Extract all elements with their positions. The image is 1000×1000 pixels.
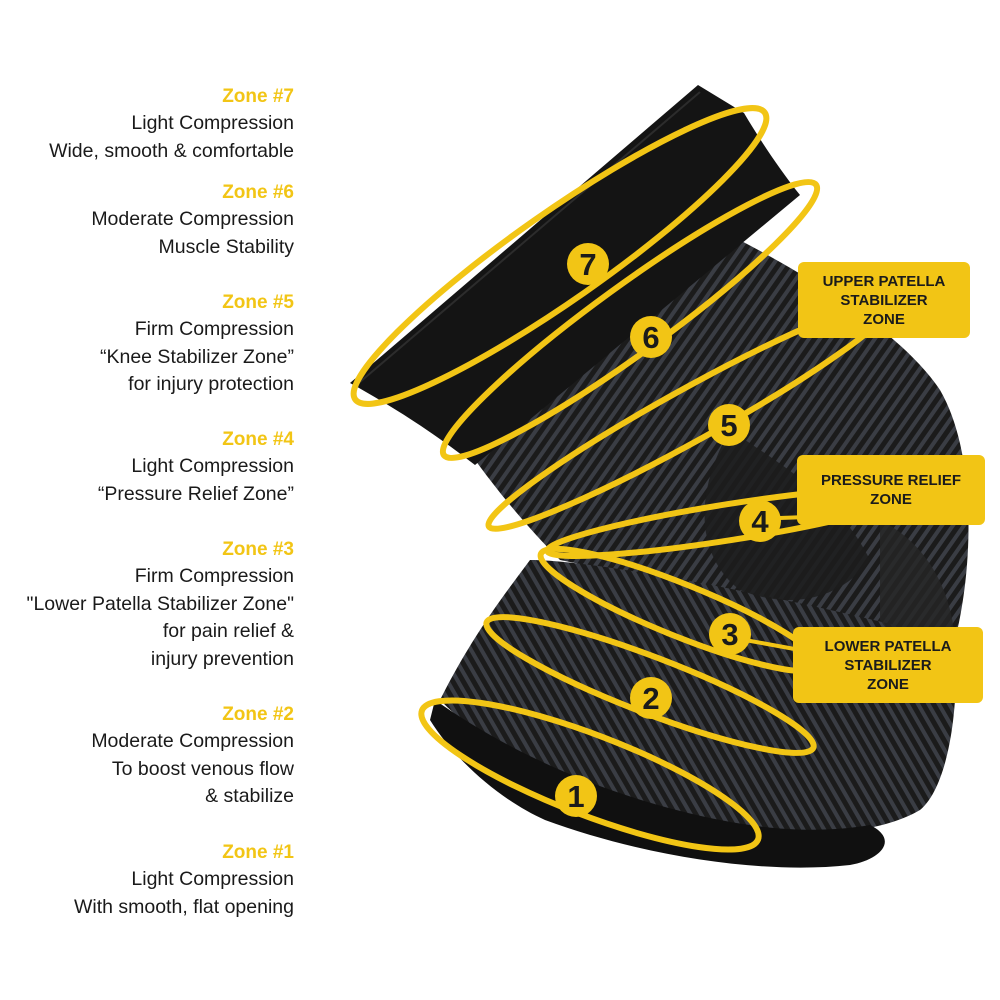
pressure-callout-line-2: ZONE — [870, 491, 912, 508]
pressure-relief-callout: PRESSURE RELIEF ZONE — [797, 455, 985, 525]
zone-1-line-2: With smooth, flat opening — [73, 895, 294, 918]
marker-2-label: 2 — [642, 681, 659, 716]
zone-4-description: Zone #4 Light Compression “Pressure Reli… — [98, 427, 294, 508]
zone-4-line-2: “Pressure Relief Zone” — [97, 482, 294, 505]
lower-callout-line-2: STABILIZER — [844, 656, 932, 674]
zone-2-line-3: & stabilize — [205, 785, 294, 807]
lower-callout-line-1: LOWER PATELLA — [824, 637, 952, 655]
zone-7-description: Zone #7 Light Compression Wide, smooth &… — [49, 84, 294, 165]
zone-3-line-2: "Lower Patella Stabilizer Zone" — [26, 592, 294, 615]
zone-7-line-1: Light Compression — [131, 112, 294, 134]
zone-3-line-4: injury prevention — [150, 647, 294, 670]
zone-2-description: Zone #2 Moderate Compression To boost ve… — [91, 702, 294, 811]
zone-3-description: Zone #3 Firm Compression "Lower Patella … — [27, 537, 294, 673]
zone-5-description: Zone #5 Firm Compression “Knee Stabilize… — [100, 290, 294, 399]
bottom-cuff-band — [430, 700, 885, 868]
pressure-callout-line-1: PRESSURE RELIEF — [820, 472, 962, 489]
zone-3-line-1: Firm Compression — [134, 565, 294, 587]
knee-patch — [704, 430, 870, 600]
upper-callout-line-2: STABILIZER — [840, 291, 928, 309]
upper-callout-line-1: UPPER PATELLA — [822, 272, 946, 290]
lower-patella-callout: LOWER PATELLA STABILIZER ZONE — [793, 627, 983, 703]
zone-2-title: Zone #2 — [222, 704, 294, 725]
top-cuff-seam — [359, 91, 701, 383]
zone-3-title: Zone #3 — [222, 539, 294, 560]
zone-7-title: Zone #7 — [222, 86, 294, 107]
zone-6-line-1: Moderate Compression — [91, 208, 294, 230]
marker-5: 5 — [708, 404, 750, 446]
zone-5-line-2: “Knee Stabilizer Zone” — [99, 345, 294, 368]
marker-6-label: 6 — [642, 320, 659, 355]
zone-2-line-2: To boost venous flow — [111, 757, 294, 780]
zone-7-line-2: Wide, smooth & comfortable — [49, 139, 294, 162]
zone-5-title: Zone #5 — [222, 292, 294, 313]
marker-1-label: 1 — [567, 779, 584, 814]
marker-2: 2 — [630, 677, 672, 719]
marker-4: 4 — [739, 500, 781, 542]
marker-3: 3 — [709, 613, 751, 655]
zone-4-line-1: Light Compression — [131, 455, 294, 477]
marker-1: 1 — [555, 775, 597, 817]
upper-callout-line-3: ZONE — [863, 310, 905, 328]
zone-5-line-1: Firm Compression — [134, 318, 294, 340]
zone-5-line-3: for injury protection — [128, 373, 294, 395]
lower-callout-line-3: ZONE — [867, 675, 909, 693]
marker-7: 7 — [567, 243, 609, 285]
side-panel — [880, 520, 955, 651]
marker-3-label: 3 — [721, 617, 738, 652]
zone-1-line-1: Light Compression — [131, 868, 294, 890]
marker-7-label: 7 — [579, 247, 596, 282]
zone-1-description: Zone #1 Light Compression With smooth, f… — [74, 840, 294, 921]
zone-1-title: Zone #1 — [222, 842, 294, 863]
zone-7-ring — [350, 105, 770, 407]
upper-patella-callout: UPPER PATELLA STABILIZER ZONE — [798, 262, 970, 338]
marker-6: 6 — [630, 316, 672, 358]
connector-lower — [744, 638, 801, 652]
marker-4-label: 4 — [751, 504, 769, 539]
zone-6-title: Zone #6 — [222, 182, 294, 203]
zone-6-description: Zone #6 Moderate Compression Muscle Stab… — [91, 180, 294, 261]
zone-3-line-3: for pain relief & — [162, 620, 294, 642]
zone-4-title: Zone #4 — [222, 429, 294, 450]
zone-6-line-2: Muscle Stability — [158, 235, 294, 258]
marker-5-label: 5 — [720, 408, 737, 443]
zone-2-line-1: Moderate Compression — [91, 730, 294, 752]
